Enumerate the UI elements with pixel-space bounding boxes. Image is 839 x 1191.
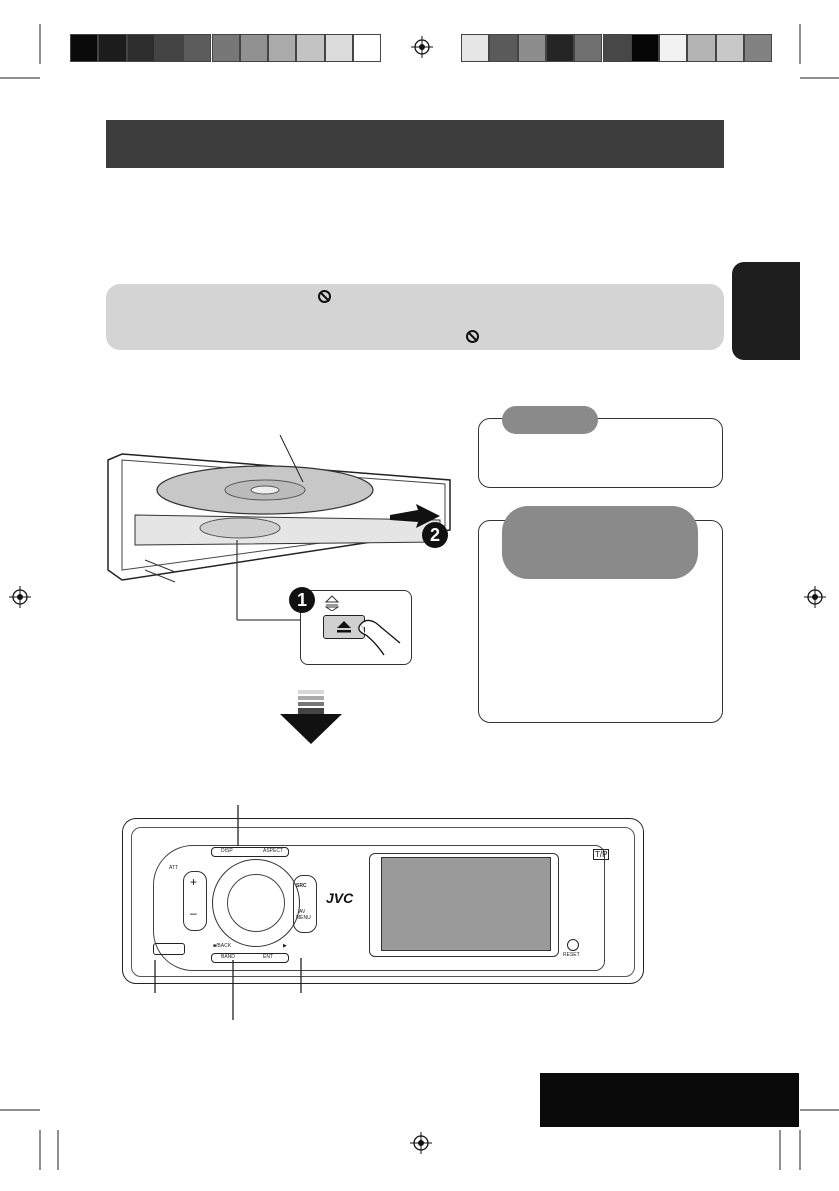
color-swatch bbox=[461, 34, 490, 62]
color-swatch bbox=[98, 34, 127, 62]
color-swatch bbox=[268, 34, 297, 62]
color-swatch bbox=[239, 34, 269, 62]
info-panel-tag bbox=[502, 506, 698, 579]
color-swatch bbox=[715, 34, 744, 62]
color-swatch bbox=[602, 34, 631, 62]
eject-symbol-icon bbox=[325, 595, 339, 611]
color-swatch bbox=[744, 34, 773, 62]
color-swatch bbox=[545, 34, 575, 62]
section-title-bar bbox=[106, 120, 724, 168]
back-button[interactable]: ■/BACK bbox=[213, 943, 232, 949]
caution-note-box bbox=[106, 284, 724, 350]
registration-mark-icon bbox=[9, 586, 31, 608]
band-button[interactable]: BAND bbox=[221, 954, 235, 960]
color-swatch bbox=[296, 34, 325, 62]
color-swatch bbox=[154, 34, 184, 62]
prohibit-icon bbox=[318, 290, 331, 303]
info-panel-tag bbox=[502, 406, 598, 434]
color-swatch bbox=[126, 34, 155, 62]
play-button[interactable]: ▶ bbox=[283, 943, 287, 949]
eject-button[interactable] bbox=[153, 943, 185, 955]
brand-logo: JVC bbox=[326, 890, 354, 906]
att-button[interactable]: ATT bbox=[169, 865, 179, 871]
color-swatch bbox=[687, 34, 716, 62]
av-menu-button[interactable]: MENU bbox=[296, 915, 311, 921]
color-swatch bbox=[70, 34, 99, 62]
color-swatch bbox=[183, 34, 212, 62]
disp-button[interactable]: DISP bbox=[221, 848, 233, 854]
registration-mark-icon bbox=[411, 36, 433, 58]
aspect-button[interactable]: ASPECT bbox=[263, 848, 284, 854]
color-swatch bbox=[517, 34, 546, 62]
color-swatch bbox=[353, 34, 382, 62]
color-swatch bbox=[324, 34, 353, 62]
step-2-icon: 2 bbox=[422, 522, 448, 548]
down-arrow-icon bbox=[280, 690, 342, 744]
eject-button-inset: 1 bbox=[289, 587, 412, 665]
tp-button[interactable]: T/P bbox=[593, 849, 610, 860]
control-dial[interactable] bbox=[212, 859, 300, 947]
prohibit-icon bbox=[466, 330, 479, 343]
ent-button[interactable]: ENT bbox=[263, 954, 273, 960]
language-side-tab bbox=[732, 262, 800, 360]
eject-icon bbox=[323, 615, 365, 639]
disc-insertion-illustration bbox=[107, 434, 451, 621]
color-swatch bbox=[659, 34, 688, 62]
reset-button[interactable] bbox=[567, 939, 579, 951]
color-swatch bbox=[630, 34, 660, 62]
color-swatch bbox=[211, 34, 240, 62]
page-footer-tab bbox=[540, 1073, 799, 1127]
registration-mark-icon bbox=[804, 586, 826, 608]
color-swatch bbox=[574, 34, 603, 62]
registration-mark-icon bbox=[410, 1132, 432, 1154]
src-button[interactable]: SRC bbox=[296, 883, 307, 889]
color-swatch bbox=[489, 34, 518, 62]
step-1-icon: 1 bbox=[289, 587, 315, 613]
display-screen bbox=[381, 857, 551, 951]
finger-icon bbox=[358, 619, 401, 656]
volume-rocker[interactable]: + – bbox=[183, 871, 207, 931]
control-unit-illustration: + – SRC AV MENU JVC DISP ASPECT BAND ENT… bbox=[122, 818, 644, 984]
